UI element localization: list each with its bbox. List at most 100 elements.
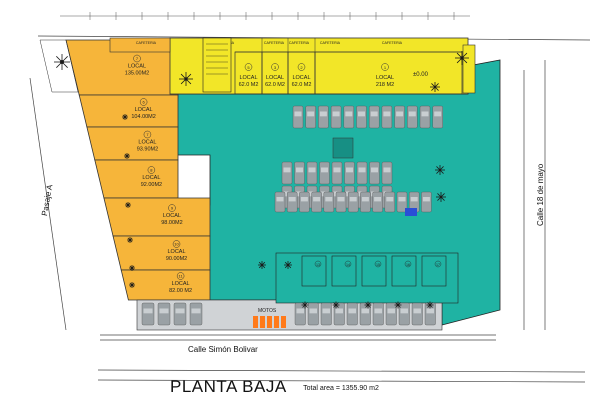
- parked-car: [432, 105, 443, 129]
- locale-number-circle: [176, 272, 185, 280]
- locale-number: 2: [300, 65, 303, 70]
- locale-area: 98.00M2: [161, 220, 182, 226]
- parked-car: [307, 302, 319, 326]
- kitchen-label: CAFETERIA: [289, 41, 310, 45]
- locale-area: 104.00M2: [131, 114, 155, 120]
- locale-number-circle: [133, 54, 141, 63]
- locale-area: 135.00M2: [125, 71, 149, 77]
- locale-number-circle: [297, 63, 306, 71]
- locale-name: LOCAL: [292, 75, 310, 81]
- locale-name: LOCAL: [163, 213, 181, 219]
- parked-car: [189, 302, 203, 326]
- locale-number: 8: [150, 168, 153, 173]
- parked-car: [396, 191, 408, 213]
- trees: [54, 51, 469, 309]
- parked-car: [356, 105, 367, 129]
- tree-icon: [122, 114, 128, 120]
- parked-car: [281, 161, 293, 185]
- kitchen-label: CAFETERIA: [382, 41, 403, 45]
- tree-icon: [430, 82, 440, 92]
- corner-planter: [39, 39, 79, 93]
- parked-car: [173, 302, 187, 326]
- locale-number: 3: [274, 65, 277, 70]
- top-dimension-line: [60, 12, 470, 20]
- stalls-row-base: [275, 252, 459, 304]
- locale-area: 82.00 M2: [169, 288, 192, 294]
- parked-car: [384, 191, 395, 213]
- ramp-square: [332, 137, 354, 159]
- locale-number-circle: [143, 130, 152, 139]
- locale-number-circle: [147, 166, 156, 174]
- parked-car: [294, 302, 306, 326]
- parked-car: [294, 161, 305, 185]
- locale-name: LOCAL: [135, 107, 153, 113]
- service-stall: 13: [301, 255, 327, 287]
- motos-area: MOTOS: [253, 308, 286, 328]
- kitchen-label: CAFETERIA: [136, 41, 157, 45]
- locale-number: 1: [384, 65, 387, 70]
- parked-car: [346, 302, 358, 326]
- tree-icon: [426, 301, 434, 309]
- locale-number-circle: [139, 98, 148, 106]
- locale-number-circle: [271, 63, 279, 71]
- tree-icon: [284, 261, 292, 269]
- tree-icon: [129, 282, 135, 288]
- kitchen-label: CAFETERIA: [320, 41, 341, 45]
- parked-car: [381, 161, 393, 185]
- tree-icon: [179, 72, 193, 86]
- locale-number: 5: [247, 65, 250, 70]
- locale-number-circle: [168, 204, 176, 212]
- street-label-south: Calle Simón Bolivar: [188, 345, 258, 354]
- parked-car: [323, 191, 334, 213]
- parked-car: [311, 191, 322, 213]
- parked-car: [421, 191, 432, 213]
- tree-icon: [455, 51, 469, 65]
- parked-car: [385, 302, 397, 326]
- locale-area: 93.90M2: [137, 147, 158, 153]
- parked-car: [369, 105, 380, 129]
- parked-car: [398, 302, 410, 326]
- service-stall: 14: [331, 255, 357, 287]
- parked-car: [319, 161, 330, 185]
- tree-icon: [127, 237, 133, 243]
- parking-cars: [141, 105, 443, 326]
- parked-car: [348, 191, 359, 213]
- tree-icon: [54, 54, 70, 70]
- locale-name: LOCAL: [138, 140, 156, 146]
- stair-core: [202, 37, 232, 93]
- tree-icon: [364, 301, 372, 309]
- parked-car: [274, 191, 286, 213]
- kitchen-label: CAFETERIA: [264, 41, 285, 45]
- north-end-pier: [462, 44, 476, 94]
- street-label-east: Calle 18 de mayo: [536, 163, 545, 226]
- level-mark: ±0.00: [413, 72, 429, 78]
- parked-car: [306, 161, 318, 185]
- west-kitchen-strip: [109, 37, 171, 53]
- tree-icon: [301, 301, 309, 309]
- locale-number-circle: [172, 240, 181, 248]
- plan-title: PLANTA BAJA: [170, 377, 287, 396]
- locale-number-circle: [244, 63, 253, 71]
- locale-number: 6: [142, 100, 145, 105]
- service-stall: 15: [361, 255, 387, 287]
- tree-icon: [125, 202, 131, 208]
- parked-car: [381, 105, 393, 129]
- locale-name: LOCAL: [167, 249, 185, 255]
- locale-name: LOCAL: [172, 281, 190, 287]
- locale-area: 62.0 M2: [239, 82, 259, 88]
- parked-car: [292, 105, 304, 129]
- parked-car: [335, 191, 347, 213]
- locale-number: 11: [179, 274, 184, 279]
- parked-car: [372, 302, 384, 326]
- tree-icon: [332, 301, 340, 309]
- parked-car: [287, 191, 298, 213]
- blue-equipment: [405, 208, 417, 216]
- locale-number: 10: [174, 242, 179, 247]
